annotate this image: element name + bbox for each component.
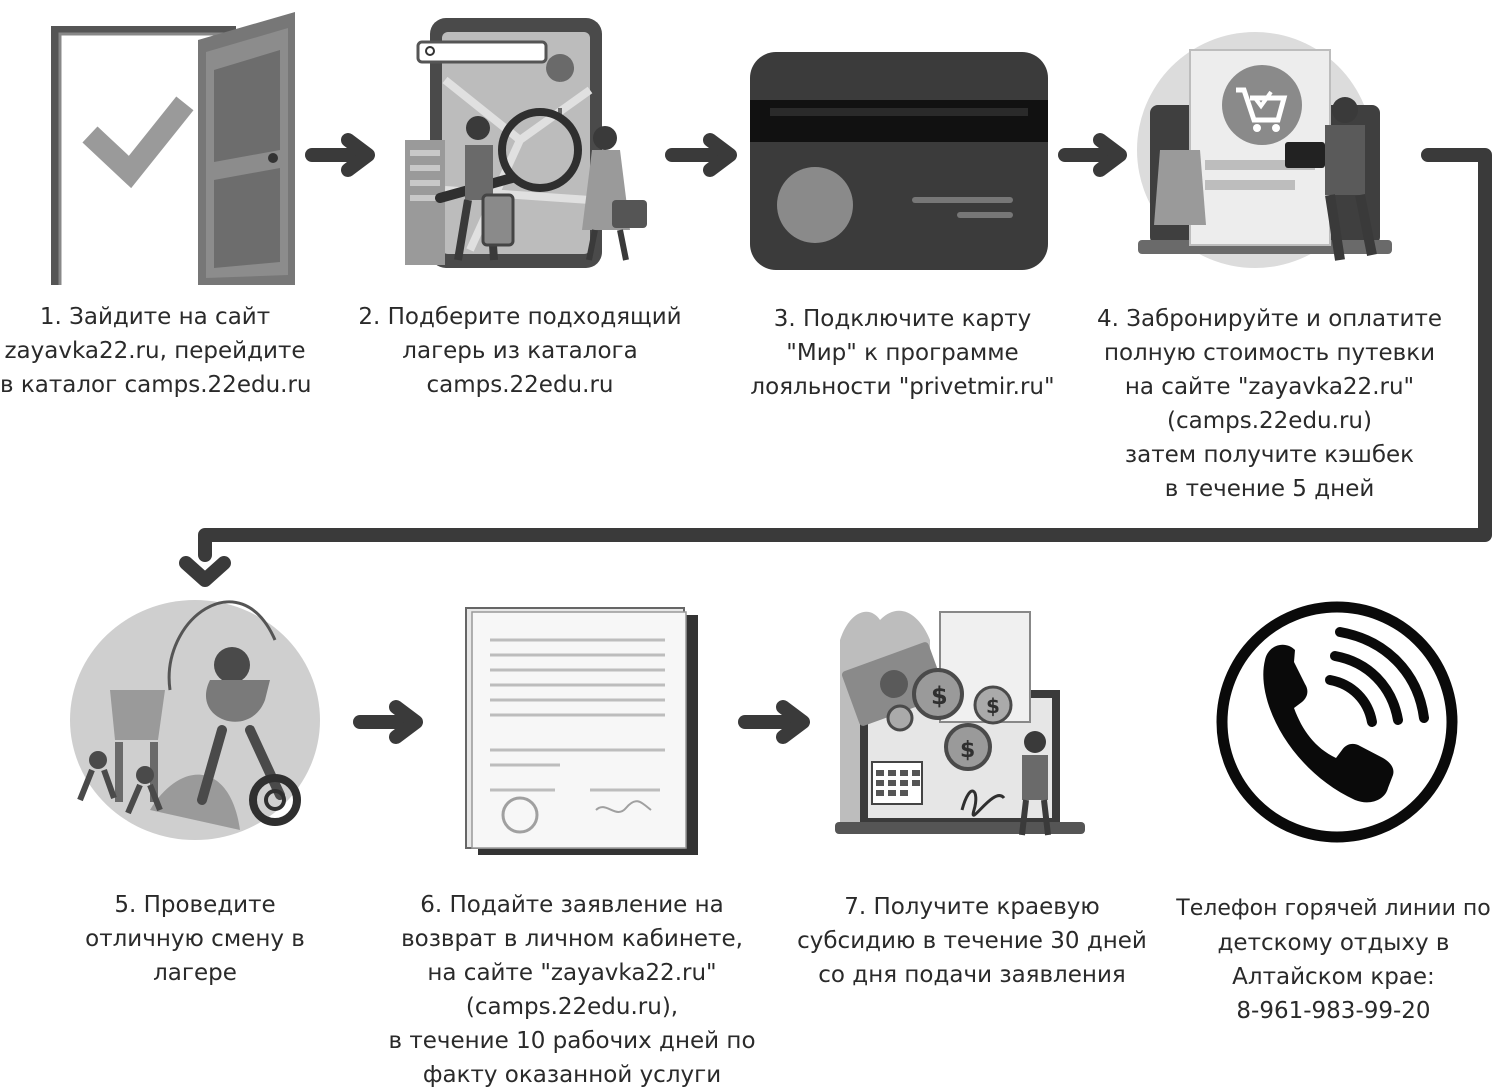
step-6-line-3: на сайте "zayavka22.ru" [427, 960, 717, 986]
step-2-line-3: camps.22edu.ru [426, 372, 614, 398]
phone-icon [1216, 601, 1458, 843]
document-icon [465, 607, 698, 855]
step-4-line-4: (camps.22edu.ru) [1167, 408, 1372, 434]
arrow-3-4 [1058, 133, 1127, 177]
svg-text:$: $ [960, 738, 975, 763]
step-6-line-2: возврат в личном кабинете, [401, 926, 743, 952]
step-2-line-1: 2. Подберите подходящий [358, 304, 682, 330]
step-1-caption: 1. Зайдите на сайт zayavka22.ru, перейди… [0, 300, 312, 402]
row-connector [198, 148, 1492, 562]
svg-text:$: $ [986, 694, 1000, 718]
step-5-line-3: лагере [153, 960, 237, 986]
svg-text:$: $ [931, 682, 948, 710]
step-4-line-5: затем получите кэшбек [1124, 442, 1415, 468]
step-4-line-2: полную стоимость путевки [1103, 340, 1436, 366]
step-7-caption: 7. Получите краевую субсидию в течение 3… [792, 890, 1152, 992]
step-3-line-2: "Мир" к программе [786, 340, 1019, 366]
step-4-caption: 4. Забронируйте и оплатите полную стоимо… [1092, 302, 1447, 506]
step-7-line-3: со дня подачи заявления [818, 962, 1126, 988]
step-3-caption: 3. Подключите карту "Мир" к программе ло… [740, 302, 1065, 404]
hotline-line-3: Алтайском крае: [1232, 964, 1435, 990]
arrow-5-6 [353, 700, 423, 744]
bank-card-icon [750, 52, 1048, 270]
map-search-icon [405, 18, 647, 268]
step-7-line-2: субсидию в течение 30 дней [797, 928, 1147, 954]
step-4-line-6: в течение 5 дней [1164, 476, 1375, 502]
step-6-caption: 6. Подайте заявление на возврат в личном… [382, 888, 762, 1092]
step-1-line-3: в каталог camps.22edu.ru [0, 372, 312, 398]
step-6-line-6: факту оказанной услуги [422, 1062, 722, 1088]
hotline-line-1: Телефон горячей линии по [1176, 896, 1491, 921]
step-4-line-1: 4. Забронируйте и оплатите [1096, 306, 1442, 332]
step-3-line-3: лояльности "privetmir.ru" [750, 374, 1055, 400]
step-2-caption: 2. Подберите подходящий лагерь из катало… [350, 300, 690, 402]
arrow-2-3 [665, 133, 737, 177]
hotline-phone-number: 8-961-983-99-20 [1236, 998, 1431, 1024]
step-5-caption: 5. Проведите отличную смену в лагере [50, 888, 340, 990]
step-1-line-2: zayavka22.ru, перейдите [4, 338, 306, 364]
arrow-1-2 [305, 133, 375, 177]
door-check-icon [51, 12, 295, 285]
step-6-line-1: 6. Подайте заявление на [420, 892, 724, 918]
step-7-line-1: 7. Получите краевую [844, 894, 1100, 920]
step-4-line-3: на сайте "zayavka22.ru" [1124, 374, 1415, 400]
step-5-line-1: 5. Проведите [114, 892, 276, 918]
hotline-line-2: детскому отдыху в [1217, 930, 1450, 956]
step-3-line-1: 3. Подключите карту [773, 306, 1032, 332]
step-5-line-2: отличную смену в [85, 926, 305, 952]
step-1-line-1: 1. Зайдите на сайт [39, 304, 271, 330]
step-6-line-5: в течение 10 рабочих дней по [388, 1028, 756, 1054]
arrow-6-7 [738, 700, 810, 744]
step-2-line-2: лагерь из каталога [402, 338, 638, 364]
kids-camp-icon [70, 600, 320, 840]
row-connector-head [179, 556, 231, 587]
step-6-line-4: (camps.22edu.ru), [465, 994, 679, 1020]
hotline-caption: Телефон горячей линии по детскому отдыху… [1175, 892, 1492, 1028]
money-subsidy-icon: $ $ $ [835, 610, 1085, 836]
online-cart-icon [1137, 32, 1392, 268]
